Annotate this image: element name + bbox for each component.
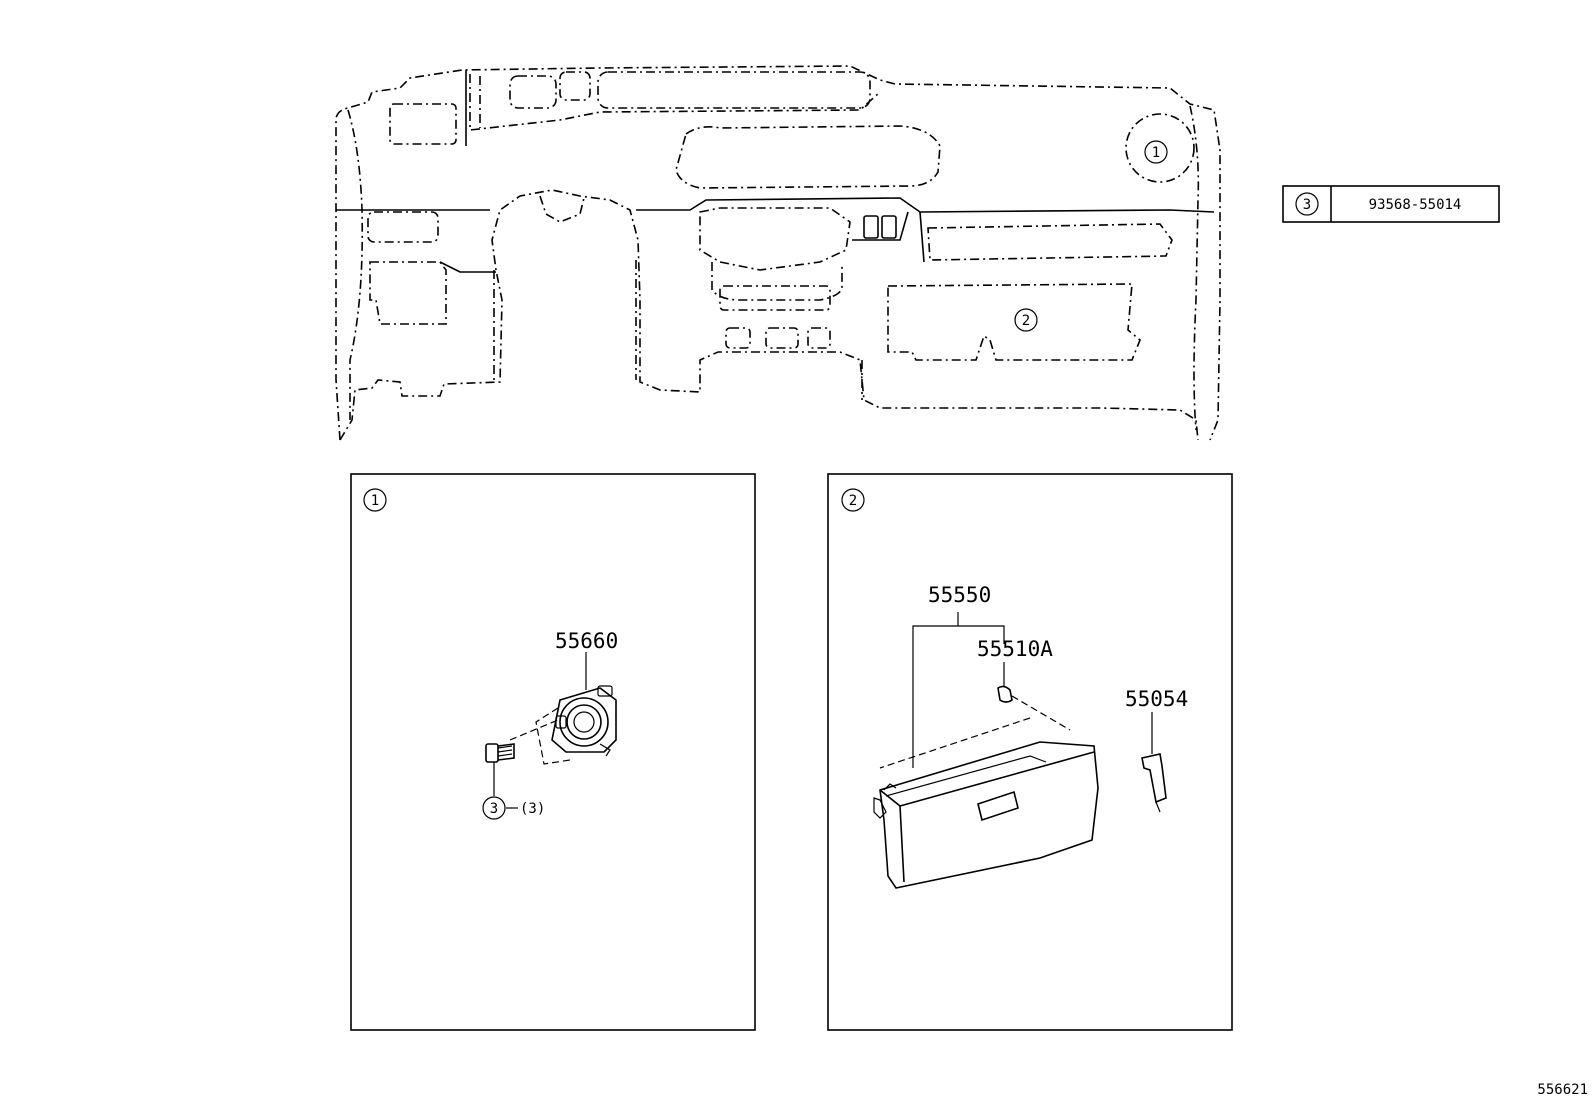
panel-2-label: 2: [849, 493, 857, 509]
part-number-55510A: 55510A: [977, 637, 1053, 661]
legend-table: 3 93568-55014: [1282, 185, 1500, 223]
part-number-55660: 55660: [555, 629, 618, 653]
legend-part-number: 93568-55014: [1369, 197, 1462, 213]
legend-ref-number: 3: [1303, 197, 1311, 213]
svg-text:(3): (3): [520, 801, 545, 817]
panel-1-label: 1: [371, 493, 379, 509]
glove-box-part: [873, 741, 1099, 889]
svg-text:2: 2: [1022, 313, 1030, 329]
dashboard-callout-2: 2: [1014, 308, 1038, 332]
panel-2: 2 55550 55510A 55054: [827, 473, 1233, 1031]
part-number-55054: 55054: [1125, 687, 1188, 711]
illustration-id: 556621: [1537, 1082, 1588, 1098]
screw-callout: 3 (3): [482, 796, 545, 820]
dashboard-callout-1: 1: [1144, 140, 1168, 164]
part-number-55550: 55550: [928, 583, 991, 607]
damper-part: [1141, 753, 1167, 813]
svg-text:1: 1: [1152, 145, 1160, 161]
panel-1: 1 55660 3 (3): [350, 473, 756, 1031]
lock-part: [997, 685, 1013, 703]
air-vent-part: [551, 685, 617, 757]
svg-text:3: 3: [490, 801, 498, 817]
screw-part: [485, 743, 515, 763]
dashboard-outline: [335, 65, 1221, 441]
